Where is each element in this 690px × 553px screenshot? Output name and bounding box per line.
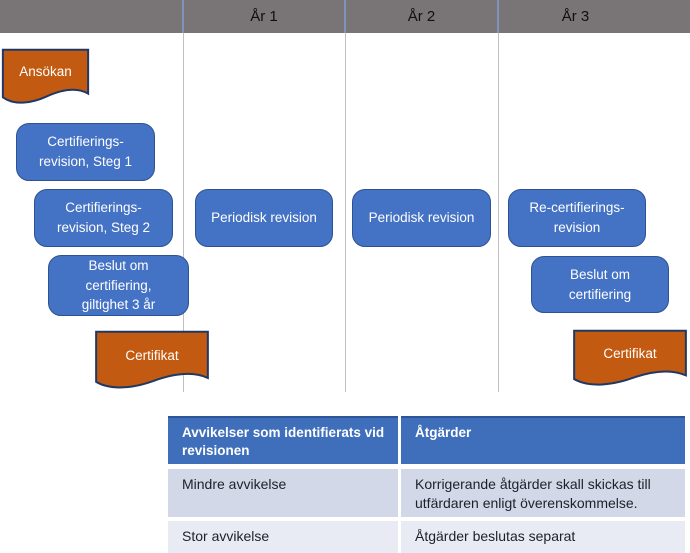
header-divider-2 xyxy=(344,0,346,33)
cell-atgard: Åtgärder beslutas separat xyxy=(401,520,685,553)
document-shape-icon xyxy=(573,330,687,389)
flow-box-beslut-giltighet: Beslut om certifiering, giltighet 3 år xyxy=(48,255,189,316)
table-header-avvikelser: Avvikelser som identifierats vid revisio… xyxy=(168,416,398,464)
column-line-2 xyxy=(345,33,346,392)
flow-label-ansokan: Ansökan xyxy=(19,64,72,79)
flow-shape-certifikat-ar3: Certifikat xyxy=(573,330,687,389)
column-line-3 xyxy=(498,33,499,392)
flow-box-recert-revision: Re-certifierings- revision xyxy=(508,189,646,247)
timeline-header-bar: År 1 År 2 År 3 xyxy=(0,0,690,33)
flow-label-certifikat-start: Certifikat xyxy=(125,347,179,363)
table-header-atgarder: Åtgärder xyxy=(401,416,685,464)
document-shape-icon xyxy=(2,49,89,107)
flow-label-certifikat-ar3: Certifikat xyxy=(603,345,657,361)
cell-avvikelse: Mindre avvikelse xyxy=(168,468,398,517)
column-line-1 xyxy=(183,33,184,392)
deviation-table: Avvikelser som identifierats vid revisio… xyxy=(168,416,685,553)
timeline-year-2: År 2 xyxy=(407,8,436,25)
flow-shape-certifikat-start: Certifikat xyxy=(95,331,209,392)
flow-shape-ansokan: Ansökan xyxy=(2,49,89,107)
header-divider-1 xyxy=(182,0,184,33)
table-header-row: Avvikelser som identifierats vid revisio… xyxy=(168,416,685,464)
table-row-stor-avvikelse: Stor avvikelse Åtgärder beslutas separat xyxy=(168,520,685,553)
timeline-year-1: År 1 xyxy=(250,8,278,25)
flow-box-periodisk-ar2: Periodisk revision xyxy=(352,189,491,247)
flow-box-cert-revision-steg1: Certifierings- revision, Steg 1 xyxy=(16,123,155,181)
flow-box-beslut-certifiering: Beslut om certifiering xyxy=(531,256,669,313)
timeline-year-3: År 3 xyxy=(561,8,590,25)
flow-box-periodisk-ar1: Periodisk revision xyxy=(195,189,333,247)
flow-box-cert-revision-steg2: Certifierings- revision, Steg 2 xyxy=(34,189,173,247)
table-row-mindre-avvikelse: Mindre avvikelse Korrigerande åtgärder s… xyxy=(168,468,685,517)
header-divider-3 xyxy=(497,0,499,33)
cell-atgard: Korrigerande åtgärder skall skickas till… xyxy=(401,468,685,517)
cell-avvikelse: Stor avvikelse xyxy=(168,520,398,553)
document-shape-icon xyxy=(95,331,209,392)
